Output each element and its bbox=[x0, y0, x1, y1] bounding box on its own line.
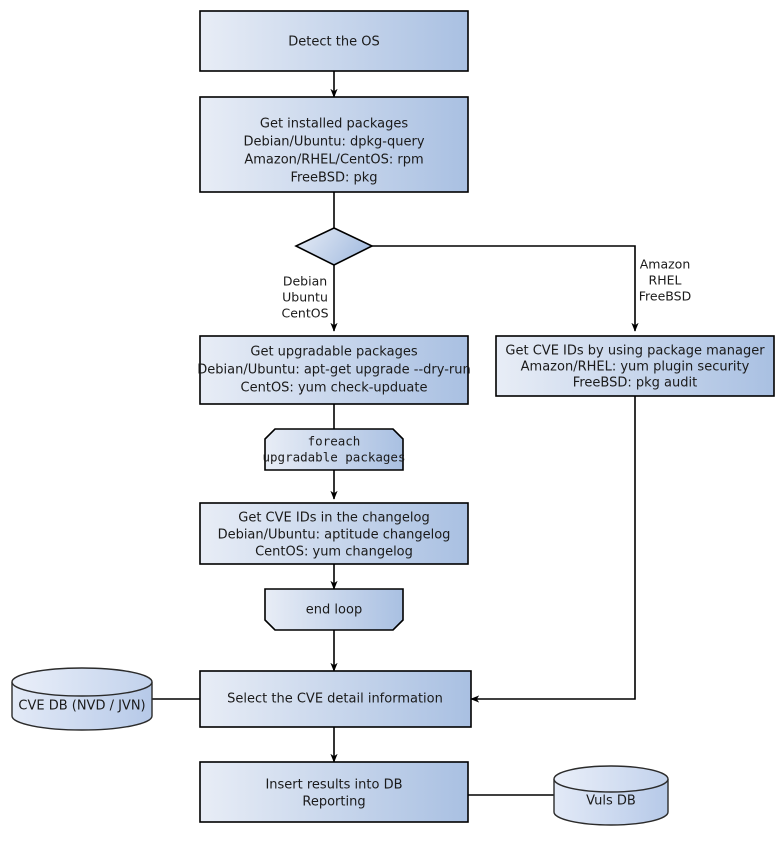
edge-label-left-branch-line-1: Ubuntu bbox=[282, 290, 328, 305]
node-insert-results[interactable]: Insert results into DB Reporting bbox=[199, 761, 469, 823]
edge-label-right-branch-line-2: FreeBSD bbox=[639, 289, 691, 304]
node-get-upgradable-packages-line-2: CentOS: yum check-upduate bbox=[241, 381, 428, 396]
edge-label-right-branch-line-1: RHEL bbox=[649, 273, 682, 288]
node-loop-start[interactable]: foreach upgradable packages bbox=[263, 428, 406, 471]
node-loop-start-line-0: foreach bbox=[308, 434, 361, 449]
node-get-installed-packages[interactable]: Get installed packages Debian/Ubuntu: dp… bbox=[199, 96, 469, 193]
node-get-cve-ids-pkg-manager[interactable]: Get CVE IDs by using package manager Ama… bbox=[495, 335, 775, 397]
node-vuls-db-label: Vuls DB bbox=[586, 794, 636, 809]
node-cve-db[interactable]: CVE DB (NVD / JVN) bbox=[11, 667, 153, 731]
node-get-installed-packages-line-0: Get installed packages bbox=[260, 117, 408, 132]
node-detect-os-line-0: Detect the OS bbox=[288, 35, 379, 50]
node-get-installed-packages-line-1: Debian/Ubuntu: dpkg-query bbox=[243, 135, 424, 150]
node-cve-db-label: CVE DB (NVD / JVN) bbox=[18, 699, 145, 714]
edge-label-left-branch: Debian Ubuntu CentOS bbox=[281, 274, 328, 321]
node-detect-os[interactable]: Detect the OS bbox=[199, 10, 469, 72]
node-get-installed-packages-line-2: Amazon/RHEL/CentOS: rpm bbox=[244, 153, 423, 168]
node-get-cve-ids-changelog[interactable]: Get CVE IDs in the changelog Debian/Ubun… bbox=[199, 502, 469, 565]
node-get-cve-ids-changelog-line-2: CentOS: yum changelog bbox=[255, 545, 413, 560]
node-get-cve-ids-pkg-manager-line-2: FreeBSD: pkg audit bbox=[573, 376, 697, 391]
node-get-cve-ids-changelog-line-1: Debian/Ubuntu: aptitude changelog bbox=[218, 528, 451, 543]
node-loop-end-line-0: end loop bbox=[306, 603, 362, 618]
node-get-cve-ids-changelog-line-0: Get CVE IDs in the changelog bbox=[238, 511, 429, 526]
edge-label-right-branch-line-0: Amazon bbox=[640, 257, 691, 272]
node-select-cve-detail-line-0: Select the CVE detail information bbox=[227, 692, 443, 707]
node-insert-results-line-1: Reporting bbox=[302, 795, 365, 810]
node-vuls-db[interactable]: Vuls DB bbox=[553, 765, 669, 826]
node-get-upgradable-packages-line-0: Get upgradable packages bbox=[250, 345, 417, 360]
node-insert-results-line-0: Insert results into DB bbox=[265, 778, 402, 793]
node-get-upgradable-packages-line-1: Debian/Ubuntu: apt-get upgrade --dry-run bbox=[197, 363, 470, 378]
node-loop-start-line-1: upgradable packages bbox=[263, 450, 406, 465]
edge-label-left-branch-line-2: CentOS bbox=[281, 306, 328, 321]
node-get-cve-ids-pkg-manager-line-1: Amazon/RHEL: yum plugin security bbox=[521, 360, 750, 375]
node-select-cve-detail[interactable]: Select the CVE detail information bbox=[199, 670, 472, 728]
edge-label-right-branch: Amazon RHEL FreeBSD bbox=[639, 257, 691, 304]
node-get-upgradable-packages[interactable]: Get upgradable packages Debian/Ubuntu: a… bbox=[197, 335, 471, 405]
node-get-cve-ids-pkg-manager-line-0: Get CVE IDs by using package manager bbox=[505, 344, 765, 359]
node-loop-end[interactable]: end loop bbox=[264, 588, 404, 631]
connector-decision-right-branch bbox=[372, 245, 639, 332]
connector-rightbox-to-select bbox=[470, 396, 636, 703]
node-get-installed-packages-line-3: FreeBSD: pkg bbox=[290, 171, 377, 186]
edge-label-left-branch-line-0: Debian bbox=[283, 274, 327, 289]
node-os-decision[interactable] bbox=[294, 227, 374, 266]
